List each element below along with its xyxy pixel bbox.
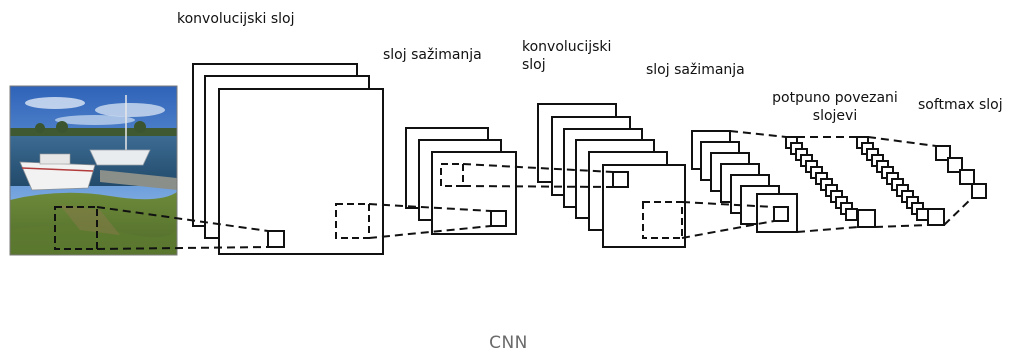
label-pool1: sloj sažimanja xyxy=(383,47,482,63)
pool2-unit xyxy=(773,206,789,222)
conv1-feature-maps xyxy=(192,63,384,255)
conv2-receptive-field xyxy=(642,201,683,239)
label-fully-connected: potpuno povezani slojevi xyxy=(760,89,910,125)
fc1-neurons xyxy=(785,136,876,228)
input-receptive-field xyxy=(54,206,98,250)
figure-caption: CNN xyxy=(489,333,528,353)
conv1-receptive-field xyxy=(335,203,370,239)
label-pool2: sloj sažimanja xyxy=(646,62,745,78)
conv2-unit xyxy=(612,171,629,188)
pool1-unit xyxy=(490,210,507,227)
label-conv2: konvolucijski sloj xyxy=(522,38,611,74)
fc2-neurons xyxy=(856,136,945,226)
pool1-feature-maps xyxy=(405,127,517,235)
label-softmax: softmax sloj xyxy=(918,97,1003,113)
input-image xyxy=(9,85,178,256)
label-conv1: konvolucijski sloj xyxy=(177,11,295,27)
conv2-feature-maps xyxy=(537,103,686,248)
label-fc-line2: slojevi xyxy=(812,108,858,124)
pool1-receptive-field xyxy=(440,163,464,187)
label-conv2-line2: sloj xyxy=(522,57,546,73)
label-conv2-line1: konvolucijski xyxy=(522,39,612,55)
connection-lines xyxy=(96,130,973,250)
softmax-neurons xyxy=(935,145,987,199)
conv1-unit xyxy=(267,230,285,248)
label-fc-line1: potpuno povezani xyxy=(772,90,898,106)
